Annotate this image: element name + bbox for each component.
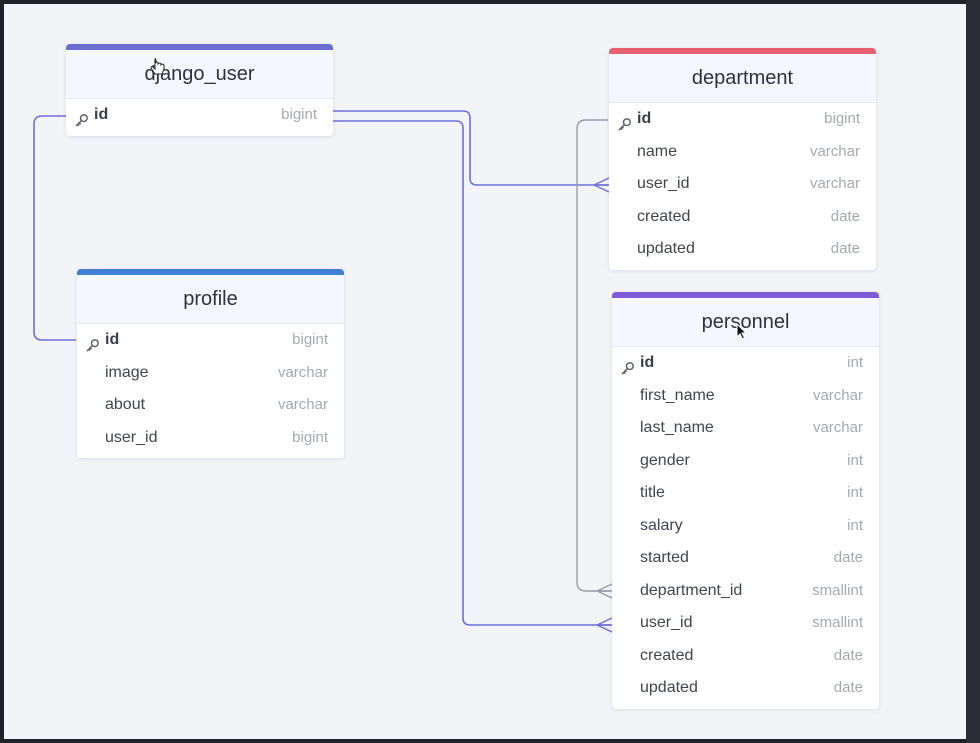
field-row-user_id[interactable]: user_id smallint xyxy=(612,607,879,640)
hand-cursor-icon xyxy=(150,58,165,75)
primary-key-icon xyxy=(85,333,100,352)
table-department[interactable]: department id bigint name varchar user_id varc… xyxy=(609,48,876,270)
field-type: date xyxy=(833,679,863,696)
relationship-lines xyxy=(33,110,613,633)
field-row-created[interactable]: created date xyxy=(612,640,879,673)
field-name: first_name xyxy=(640,386,715,404)
field-name: id xyxy=(637,110,652,127)
field-type: varchar xyxy=(809,142,860,160)
table-title: personnel xyxy=(612,298,879,347)
field-name: salary xyxy=(640,516,683,534)
link-django_user-department xyxy=(333,110,608,186)
field-name: id xyxy=(640,354,655,371)
field-name: user_id xyxy=(105,428,158,446)
field-name: department_id xyxy=(640,581,743,599)
crowfoot-department-user_id xyxy=(593,177,610,193)
field-name: id xyxy=(105,331,120,348)
primary-key-icon xyxy=(617,112,632,131)
crowfoot-personnel-department_id xyxy=(596,583,613,599)
field-name: user_id xyxy=(640,614,693,631)
field-type: int xyxy=(847,484,863,501)
field-row-id[interactable]: id bigint xyxy=(66,99,333,132)
table-color-bar xyxy=(77,269,344,275)
field-row-id[interactable]: id int xyxy=(612,347,879,380)
field-row-gender[interactable]: gender int xyxy=(612,445,879,478)
field-name: name xyxy=(637,142,678,160)
field-type: int xyxy=(847,451,863,469)
field-row-image[interactable]: image varchar xyxy=(77,357,344,390)
field-name: created xyxy=(637,207,691,225)
field-name: started xyxy=(640,549,689,566)
field-row-id[interactable]: id bigint xyxy=(609,103,876,136)
table-profile[interactable]: profile id bigint image varchar about varchar u… xyxy=(77,269,344,458)
field-row-created[interactable]: created date xyxy=(609,201,876,234)
crowfoot-personnel-user_id xyxy=(596,617,613,633)
field-row-name[interactable]: name varchar xyxy=(609,136,876,169)
field-name: user_id xyxy=(637,175,690,192)
field-row-started[interactable]: started date xyxy=(612,542,879,575)
field-row-updated[interactable]: updated date xyxy=(609,233,876,266)
field-type: date xyxy=(830,207,860,225)
table-color-bar xyxy=(66,44,333,50)
field-name: updated xyxy=(640,679,698,696)
field-name: about xyxy=(105,396,146,413)
link-django_user-profile xyxy=(33,115,76,341)
field-row-id[interactable]: id bigint xyxy=(77,324,344,357)
primary-key-icon xyxy=(620,356,635,375)
table-color-bar xyxy=(612,292,879,298)
arrow-cursor-icon xyxy=(736,323,748,340)
field-type: date xyxy=(833,549,863,566)
field-type: varchar xyxy=(812,419,863,436)
field-type: varchar xyxy=(812,386,863,404)
table-title: department xyxy=(609,54,876,103)
field-row-salary[interactable]: salary int xyxy=(612,510,879,543)
field-name: image xyxy=(105,363,149,381)
link-department-personnel xyxy=(576,119,611,592)
field-name: gender xyxy=(640,451,690,469)
field-name: created xyxy=(640,646,694,664)
field-row-user_id[interactable]: user_id bigint xyxy=(77,422,344,455)
field-type: bigint xyxy=(824,110,860,127)
field-type: varchar xyxy=(277,363,328,381)
field-name: updated xyxy=(637,240,695,257)
primary-key-icon xyxy=(74,108,89,127)
field-name: id xyxy=(94,106,109,123)
field-row-title[interactable]: title int xyxy=(612,477,879,510)
field-name: last_name xyxy=(640,419,714,436)
field-row-first_name[interactable]: first_name varchar xyxy=(612,380,879,413)
field-row-user_id[interactable]: user_id varchar xyxy=(609,168,876,201)
field-row-last_name[interactable]: last_name varchar xyxy=(612,412,879,445)
field-type: int xyxy=(847,516,863,534)
field-row-updated[interactable]: updated date xyxy=(612,672,879,705)
field-type: smallint xyxy=(812,614,863,631)
table-title: profile xyxy=(77,275,344,324)
field-type: smallint xyxy=(812,581,863,599)
table-color-bar xyxy=(609,48,876,54)
field-type: int xyxy=(847,354,863,371)
window-edge xyxy=(966,0,980,743)
field-row-about[interactable]: about varchar xyxy=(77,389,344,422)
table-title: django_user xyxy=(66,50,333,99)
field-name: title xyxy=(640,484,665,501)
field-type: bigint xyxy=(292,331,328,348)
field-type: bigint xyxy=(281,106,317,123)
field-type: date xyxy=(833,646,863,664)
link-django_user-personnel xyxy=(333,120,611,626)
field-type: varchar xyxy=(277,396,328,413)
field-row-department_id[interactable]: department_id smallint xyxy=(612,575,879,608)
field-type: varchar xyxy=(809,175,860,192)
field-type: bigint xyxy=(292,428,328,446)
field-type: date xyxy=(830,240,860,257)
